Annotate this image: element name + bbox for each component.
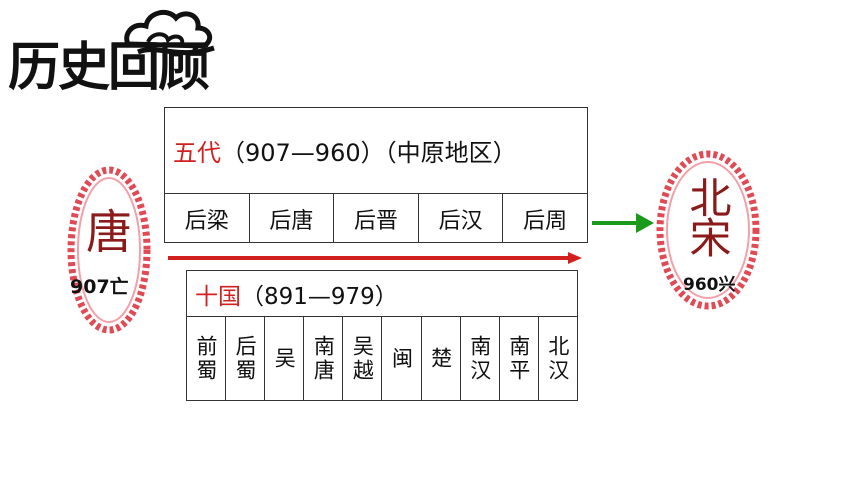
song-start-year: 960兴 [683, 275, 736, 295]
kingdom-cell: 吴越 [343, 317, 383, 401]
kingdom-cell: 后蜀 [226, 317, 266, 401]
ten-kingdoms-period: （891—979） [241, 283, 398, 310]
cloud-logo-icon [124, 9, 215, 56]
ten-kingdoms-row: 前蜀 后蜀 吴 南唐 吴越 闽 楚 南汉 南平 北汉 [187, 317, 577, 401]
dynasty-cell-highlight: 后周 [523, 208, 568, 234]
kingdom-cell: 吴 [265, 317, 305, 401]
dynasty-cell: 后晋 [334, 194, 419, 243]
kingdom-cell: 前蜀 [187, 317, 227, 401]
song-oval [656, 150, 760, 310]
five-dynasties-row: 后梁 后唐 后晋 后汉 后周 [165, 194, 587, 243]
dynasty-cell: 后汉 [419, 194, 504, 243]
five-dynasties-header: 五代（907—960）（中原地区） [165, 108, 587, 194]
dynasty-cell: 后梁 [165, 194, 250, 243]
kingdom-cell: 南平 [500, 317, 539, 401]
five-dynasties-period: （907—960）（中原地区） [221, 139, 517, 167]
kingdom-cell: 南汉 [461, 317, 500, 401]
five-dynasties-table: 五代（907—960）（中原地区） 后梁 后唐 后晋 后汉 后周 [164, 107, 588, 243]
red-timeline-arrow-icon [168, 252, 582, 264]
kingdom-cell: 闽 [382, 317, 422, 401]
kingdom-cell: 北汉 [545, 335, 570, 383]
five-dynasties-label: 五代 [173, 139, 221, 167]
tang-dynasty-name: 唐 [86, 205, 132, 259]
ten-kingdoms-header: 十国（891—979） [187, 271, 577, 317]
page-title: 历史回顾 [8, 37, 210, 98]
kingdom-cell: 楚 [422, 317, 461, 401]
tang-end-year: 907亡 [70, 276, 129, 298]
ten-kingdoms-label: 十国 [195, 283, 241, 310]
kingdom-cell: 南唐 [304, 317, 344, 401]
green-arrow-icon [592, 213, 654, 233]
song-dynasty-name: 北宋 [683, 176, 732, 256]
dynasty-cell: 后唐 [250, 194, 335, 243]
ten-kingdoms-table: 十国（891—979） 前蜀 后蜀 吴 南唐 吴越 闽 楚 南汉 南平 北汉 [186, 270, 578, 401]
tang-oval [67, 166, 151, 334]
